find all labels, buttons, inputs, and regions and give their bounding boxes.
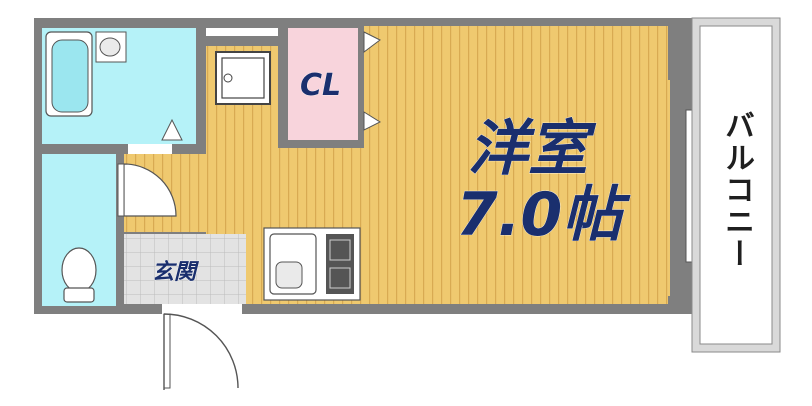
entrance-label: 玄関: [152, 260, 197, 286]
western-room-name: 洋室: [468, 114, 589, 185]
toilet-bowl: [61, 247, 97, 293]
western-room-size: 7.0帖: [456, 180, 623, 251]
entrance-door: [163, 313, 239, 390]
entrance-floor: [124, 234, 246, 304]
closet-label: CL: [300, 68, 342, 104]
closet-door: [363, 31, 381, 53]
toilet-door: [123, 163, 177, 217]
closet: [288, 28, 358, 140]
western-room-floor: [364, 26, 670, 304]
balcony-label: バルコニー: [719, 110, 754, 270]
bath-door: [161, 118, 183, 141]
washing-machine-space: [215, 51, 271, 105]
stove: [326, 234, 354, 294]
